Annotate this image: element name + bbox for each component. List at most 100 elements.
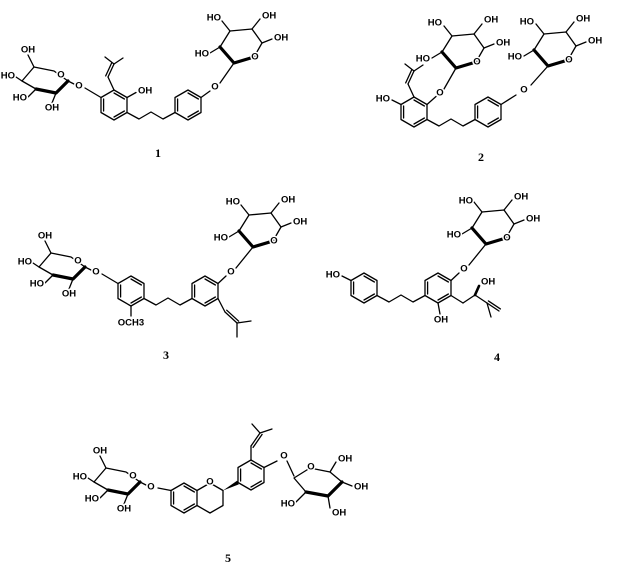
chromane-benzo-ring	[170, 482, 198, 514]
atom-label: OH	[262, 11, 276, 22]
hydroxy-isopentenyl-chain	[450, 284, 502, 318]
atom-label: OH	[338, 454, 352, 465]
compound-number-3: 3	[163, 348, 169, 362]
atom-label: O	[520, 85, 527, 96]
atom-label: HO	[416, 54, 430, 65]
atom-label: HO	[73, 472, 87, 483]
atom-label: OH	[21, 45, 35, 56]
glucosyl-ring-right	[293, 461, 353, 509]
benzene-ring-c	[237, 459, 265, 491]
compound-number-1: 1	[155, 146, 161, 160]
atom-label: HO	[447, 230, 461, 241]
atom-label: OH	[588, 36, 602, 47]
glycosidic-bond-top	[450, 243, 487, 282]
atom-label: OH	[274, 33, 288, 44]
atom-label: HO	[30, 279, 44, 290]
glycosidic-bond-right	[500, 65, 549, 106]
glucosyl-ring-left	[87, 455, 147, 505]
atom-label: OH	[434, 315, 448, 326]
glucosyl-ring-right	[523, 21, 587, 68]
glucosyl-ring-top	[461, 199, 525, 246]
atom-label: OH	[526, 214, 540, 225]
atom-label: O	[565, 55, 572, 66]
atom-label: HO	[376, 94, 390, 105]
atom-label: O	[129, 471, 136, 482]
propyl-linker	[126, 111, 176, 120]
atom-label: O	[75, 81, 82, 92]
atom-label: HO	[207, 13, 221, 24]
atom-label: OCH3	[118, 318, 144, 329]
glycosidic-bond-left	[84, 87, 102, 99]
atom-label: OH	[62, 289, 76, 300]
atom-label: OH	[332, 508, 346, 519]
atom-label: HO	[1, 71, 15, 82]
atom-label: OH	[281, 195, 295, 206]
glycosidic-bond-right	[263, 460, 295, 477]
glucosyl-ring-right	[209, 18, 273, 65]
atom-label: O	[57, 70, 64, 81]
atom-label: O	[206, 477, 213, 488]
glucosyl-ring-left	[15, 54, 75, 104]
atom-label: HO	[13, 93, 27, 104]
prenyl-group	[250, 423, 273, 461]
benzene-ring-a	[100, 89, 137, 121]
glycosidic-bond-right	[200, 62, 235, 99]
atom-label: HO	[428, 18, 442, 29]
atom-label: O	[270, 236, 277, 247]
atom-label: OH	[45, 103, 59, 114]
compound-number-2: 2	[478, 150, 484, 164]
stereo-wedge	[223, 480, 239, 491]
atom-label: HO	[226, 197, 240, 208]
benzene-ring-b	[191, 275, 219, 307]
benzene-ring-b	[174, 89, 202, 121]
atom-label: OH	[514, 192, 528, 203]
atom-label: HO	[326, 270, 340, 281]
glucosyl-ring-top	[228, 202, 292, 249]
atom-label: O	[74, 256, 81, 267]
atom-label: HO	[520, 17, 534, 28]
atom-label: OH	[293, 217, 307, 228]
compound-number-4: 4	[494, 350, 500, 364]
propyl-linker	[376, 294, 426, 303]
glucosyl-ring-left	[32, 240, 92, 290]
atom-label: OH	[481, 277, 495, 288]
glucosyl-ring-center	[431, 23, 495, 70]
atom-label: OH	[496, 38, 510, 49]
atom-label: O	[227, 267, 234, 278]
propyl-linker	[426, 118, 476, 127]
atom-label: HO	[195, 49, 209, 60]
prenyl-group	[404, 63, 424, 98]
benzene-ring-a	[391, 96, 428, 128]
benzene-ring-a	[117, 275, 145, 317]
atom-label: OH	[38, 231, 52, 242]
prenyl-group	[217, 297, 252, 338]
atom-label: HO	[18, 257, 32, 268]
phenol-ring	[341, 272, 378, 304]
atom-label: OH	[576, 14, 590, 25]
atom-label: O	[92, 267, 99, 278]
atom-label: OH	[484, 15, 498, 26]
glycosidic-bond-left	[101, 273, 119, 285]
glycosidic-bond-left	[157, 487, 172, 492]
atom-label: O	[147, 482, 154, 493]
atom-label: O	[251, 52, 258, 63]
benzene-ring-b	[474, 96, 502, 128]
atom-label: OH	[354, 482, 368, 493]
chromane-pyran-ring	[196, 482, 224, 514]
atom-label: HO	[281, 499, 295, 510]
prenyl-group	[104, 56, 124, 91]
atom-label: O	[307, 462, 314, 473]
atom-label: OH	[117, 504, 131, 515]
atom-label: HO	[214, 233, 228, 244]
atom-label: HO	[508, 52, 522, 63]
glycosidic-bond-center	[426, 67, 457, 106]
glycosidic-bond-top	[217, 246, 254, 285]
compound-number-5: 5	[225, 551, 231, 565]
atom-label: O	[436, 88, 443, 99]
atom-label: OH	[93, 446, 107, 457]
